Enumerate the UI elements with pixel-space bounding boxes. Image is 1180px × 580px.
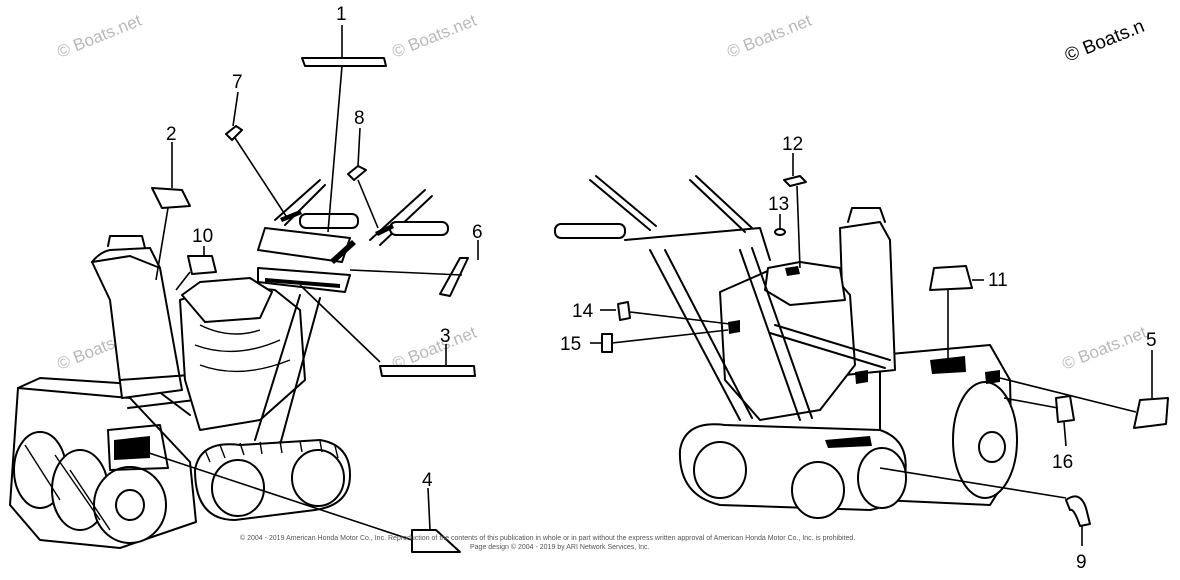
callout-3: 3: [440, 326, 451, 347]
copyright-line-1: © 2004 - 2019 American Honda Motor Co., …: [240, 534, 855, 542]
callout-1: 1: [336, 4, 347, 25]
right-snowblower-illustration: [554, 175, 1018, 519]
decal-9: [1065, 495, 1091, 527]
watermark: © Boats.net: [724, 11, 814, 62]
watermark: © Boats.net: [389, 11, 479, 62]
callout-5: 5: [1146, 330, 1157, 351]
decal-8: [347, 165, 367, 181]
watermark-corner: © Boats.n: [1062, 16, 1147, 67]
callout-7: 7: [232, 72, 243, 93]
callout-2: 2: [166, 124, 177, 145]
watermark: © Boats.net: [54, 11, 144, 62]
copyright-footer: © 2004 - 2019 American Honda Motor Co., …: [240, 534, 855, 551]
callout-8: 8: [354, 108, 365, 129]
callout-14: 14: [572, 301, 594, 322]
decal-15: [601, 333, 613, 353]
decal-6: [439, 257, 469, 297]
copyright-line-2: Page design © 2004 - 2019 by ARI Network…: [470, 543, 650, 551]
decal-2: [151, 187, 191, 209]
callout-15: 15: [560, 334, 581, 355]
decal-1: [301, 57, 387, 67]
callout-11: 11: [988, 270, 1008, 291]
callout-6: 6: [472, 222, 483, 243]
decal-12: [783, 175, 807, 187]
decal-3: [379, 365, 476, 377]
leader-lines: [139, 25, 1153, 546]
callout-12: 12: [782, 134, 803, 155]
decal-16: [1055, 395, 1075, 423]
left-snowblower-illustration: [9, 179, 449, 549]
watermark: © Boats.net: [1059, 323, 1149, 374]
decal-10: [187, 255, 217, 275]
decal-14: [617, 301, 631, 321]
decal-13: [774, 228, 786, 236]
callout-9: 9: [1076, 552, 1087, 573]
decal-11: [929, 265, 973, 291]
callout-13: 13: [768, 194, 789, 215]
decals: [151, 57, 1169, 553]
decal-7: [225, 125, 243, 141]
decal-5: [1133, 397, 1169, 429]
callout-4: 4: [422, 470, 433, 491]
decal-4: [411, 529, 461, 553]
callout-16: 16: [1052, 452, 1073, 473]
callout-10: 10: [192, 226, 213, 247]
callout-numbers: 1 2 3 4 5 6 7 8 9 10 11 12 13 14 15 16: [166, 4, 1157, 573]
